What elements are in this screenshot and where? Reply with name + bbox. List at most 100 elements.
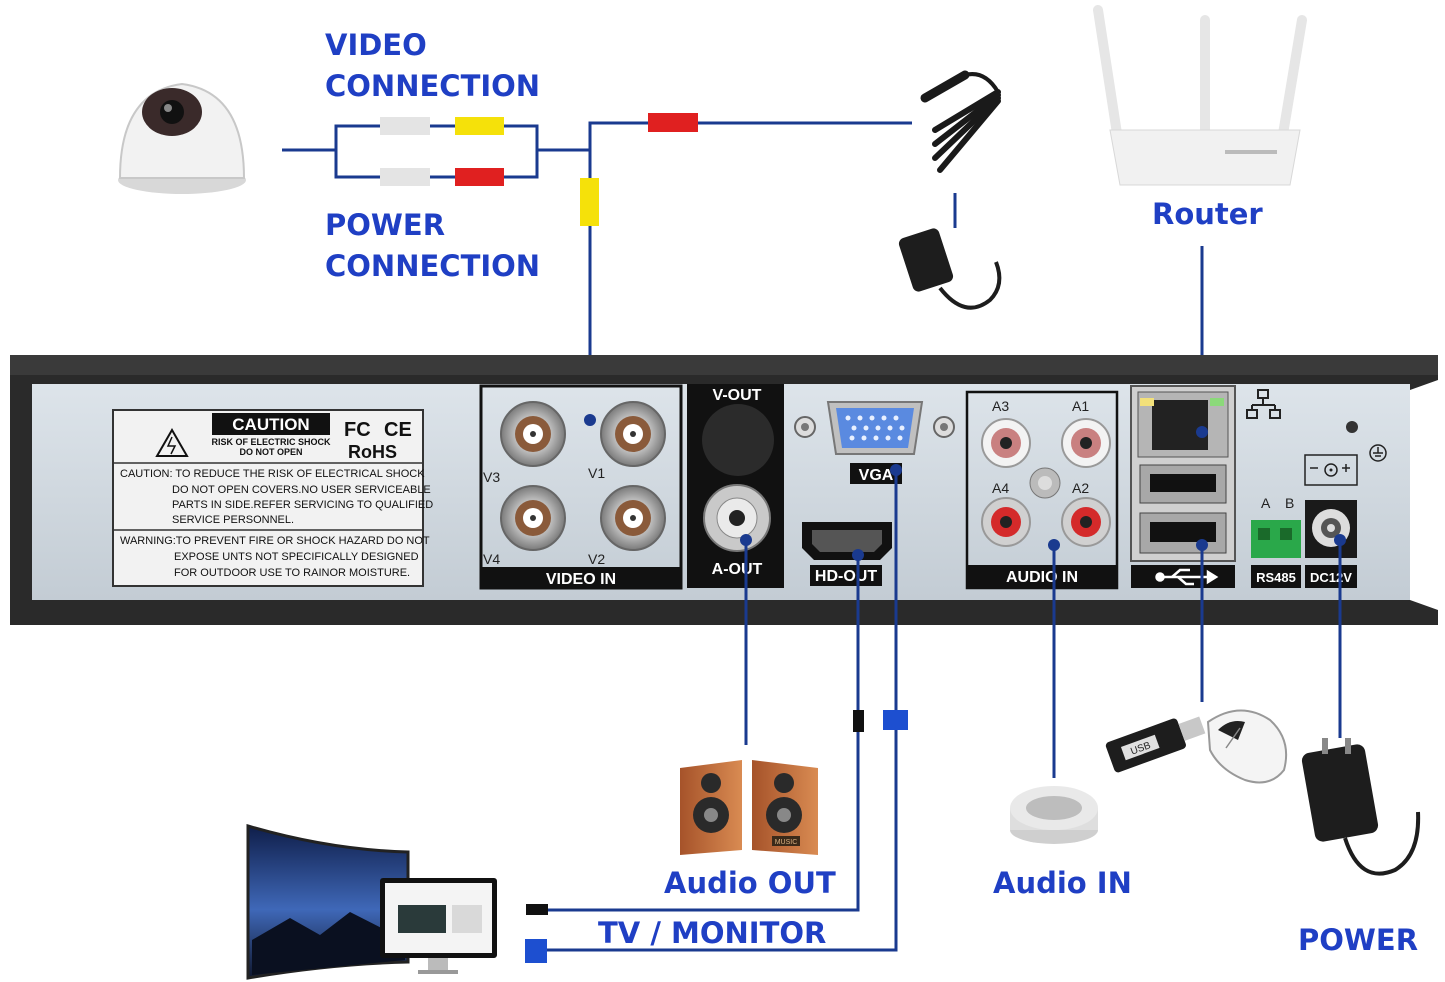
svg-text:V-OUT: V-OUT: [713, 387, 762, 404]
svg-text:AUDIO IN: AUDIO IN: [1006, 569, 1078, 586]
usb-stick-icon: USB: [1105, 716, 1206, 773]
port-label-a1: A1: [1072, 398, 1089, 414]
svg-text:VIDEO IN: VIDEO IN: [546, 571, 616, 588]
mouse-icon: [1206, 709, 1288, 784]
yellow-bnc-plug: [580, 178, 599, 226]
rs485-label-box: [1251, 565, 1301, 588]
video-in-panel: VIDEO IN: [479, 384, 683, 590]
svg-text:PARTS IN SIDE.REFER SERVICING: PARTS IN SIDE.REFER SERVICING TO QUALIFI…: [172, 499, 433, 511]
power-splitter-cable-icon: [920, 70, 1001, 173]
white-video-plug: [380, 117, 430, 135]
svg-text:DO NOT OPEN: DO NOT OPEN: [239, 447, 302, 457]
wire-junction-dot: [584, 414, 596, 426]
svg-text:RISK OF ELECTRIC SHOCK: RISK OF ELECTRIC SHOCK: [211, 437, 331, 447]
audio-in-panel: AUDIO IN: [965, 390, 1119, 590]
port-label-a3: A3: [992, 398, 1009, 414]
ce-mark: CE: [384, 419, 412, 441]
port-label-v4: V4: [483, 551, 500, 567]
rca-port-a2[interactable]: [1061, 497, 1111, 547]
svg-text:SERVICE PERSONNEL.: SERVICE PERSONNEL.: [172, 514, 294, 526]
speaker-badge: MUSIC: [775, 839, 798, 846]
computer-monitor-icon: [380, 878, 497, 974]
caution-label: CAUTION RISK OF ELECTRIC SHOCK DO NOT OP…: [112, 409, 433, 587]
vga-cable-plug-tv: [525, 939, 547, 963]
red-power-plug: [455, 168, 504, 186]
bnc-port-v1[interactable]: [600, 401, 666, 467]
svg-text:DO NOT OPEN COVERS.NO USER SER: DO NOT OPEN COVERS.NO USER SERVICEABLE: [172, 484, 431, 496]
bnc-port-v2[interactable]: [600, 485, 666, 551]
dc12v-power-jack[interactable]: [1305, 500, 1357, 558]
fc-mark: FC: [344, 419, 371, 441]
bnc-port-v3[interactable]: [500, 401, 566, 467]
hdmi-port[interactable]: [802, 522, 892, 560]
rs485-label: RS485: [1256, 570, 1296, 585]
svg-text:CONNECTION: CONNECTION: [325, 69, 540, 103]
power-label: POWER: [1298, 923, 1418, 957]
power-adapter-bottom-icon: [1301, 738, 1421, 876]
router-icon: [1093, 5, 1307, 186]
audio-out-label: Audio OUT: [664, 866, 836, 900]
vga-label: VGA: [859, 467, 894, 484]
usb-port-bottom[interactable]: [1139, 512, 1227, 554]
svg-text:POWER: POWER: [325, 208, 445, 242]
svg-text:CONNECTION: CONNECTION: [325, 249, 540, 283]
svg-text:A-OUT: A-OUT: [712, 561, 763, 578]
hdmi-cable-plug: [853, 710, 864, 732]
ethernet-junction-dot: [1196, 426, 1208, 438]
video-connection-label: VIDEO CONNECTION: [325, 28, 540, 103]
white-power-plug: [380, 168, 430, 186]
red-splitter-plug: [648, 113, 698, 132]
power-adapter-icon: [898, 228, 1002, 310]
microphone-icon: [1010, 786, 1098, 844]
caution-title: CAUTION: [232, 415, 309, 434]
svg-text:FOR OUTDOOR USE TO RAINOR MOIS: FOR OUTDOOR USE TO RAINOR MOISTURE.: [174, 567, 410, 579]
svg-text:CAUTION: TO REDUCE THE RISK OF: CAUTION: TO REDUCE THE RISK OF ELECTRICA…: [120, 468, 425, 480]
tv-icon: [246, 823, 410, 980]
dc12v-label-box: [1305, 565, 1357, 588]
hdmi-cable-plug-tv: [526, 904, 548, 915]
ground-screw-icon: [1029, 467, 1061, 499]
dc-polarity-icon: [1304, 454, 1358, 486]
rs485-terminal[interactable]: [1251, 520, 1301, 558]
a-out-rca-port[interactable]: [703, 484, 771, 552]
port-label-a2: A2: [1072, 480, 1089, 496]
svg-text:VIDEO: VIDEO: [325, 28, 427, 62]
cable-junction-dots: [740, 464, 1346, 561]
svg-text:EXPOSE UNTS NOT SPECIFICALLY D: EXPOSE UNTS NOT SPECIFICALLY DESIGNED: [174, 551, 419, 563]
v-out-cap: [702, 404, 774, 476]
vga-port[interactable]: [794, 401, 955, 455]
hd-out-label: HD-OUT: [815, 568, 877, 585]
panel-screw-icon: [1346, 421, 1358, 433]
vga-label-box: [850, 463, 902, 484]
network-symbol-icon: [1246, 389, 1281, 419]
svg-text:WARNING:TO PREVENT FIRE OR SHO: WARNING:TO PREVENT FIRE OR SHOCK HAZARD …: [120, 535, 430, 547]
bnc-port-v4[interactable]: [500, 485, 566, 551]
usb-symbol-icon: [1155, 568, 1219, 586]
port-label-v2: V2: [588, 551, 605, 567]
yellow-video-plug: [455, 117, 504, 135]
port-label-v3: V3: [483, 469, 500, 485]
dc12v-label: DC12V: [1310, 570, 1352, 585]
dome-camera-icon: [118, 82, 246, 194]
rohs-mark: RoHS: [348, 442, 397, 462]
speakers-icon: MUSIC: [680, 760, 818, 855]
vga-cable-plug-top: [883, 710, 908, 730]
rca-port-a3[interactable]: [981, 418, 1031, 468]
ethernet-port[interactable]: [1137, 391, 1229, 458]
camera-cable: [282, 121, 912, 420]
power-connection-label: POWER CONNECTION: [325, 208, 540, 283]
rs485-pin-b: B: [1285, 495, 1294, 511]
hd-out-label-box: [810, 565, 882, 586]
port-label-v1: V1: [588, 465, 605, 481]
rca-port-a4[interactable]: [981, 497, 1031, 547]
port-label-a4: A4: [992, 480, 1009, 496]
router-label: Router: [1152, 197, 1263, 231]
audio-in-label: Audio IN: [993, 866, 1132, 900]
ground-symbol-icon: [1369, 444, 1387, 462]
tv-monitor-label: TV / MONITOR: [598, 916, 826, 950]
rs485-pin-a: A: [1261, 495, 1271, 511]
bottom-cables: [546, 470, 1342, 952]
rca-port-a1[interactable]: [1061, 418, 1111, 468]
usb-port-top[interactable]: [1139, 464, 1227, 504]
